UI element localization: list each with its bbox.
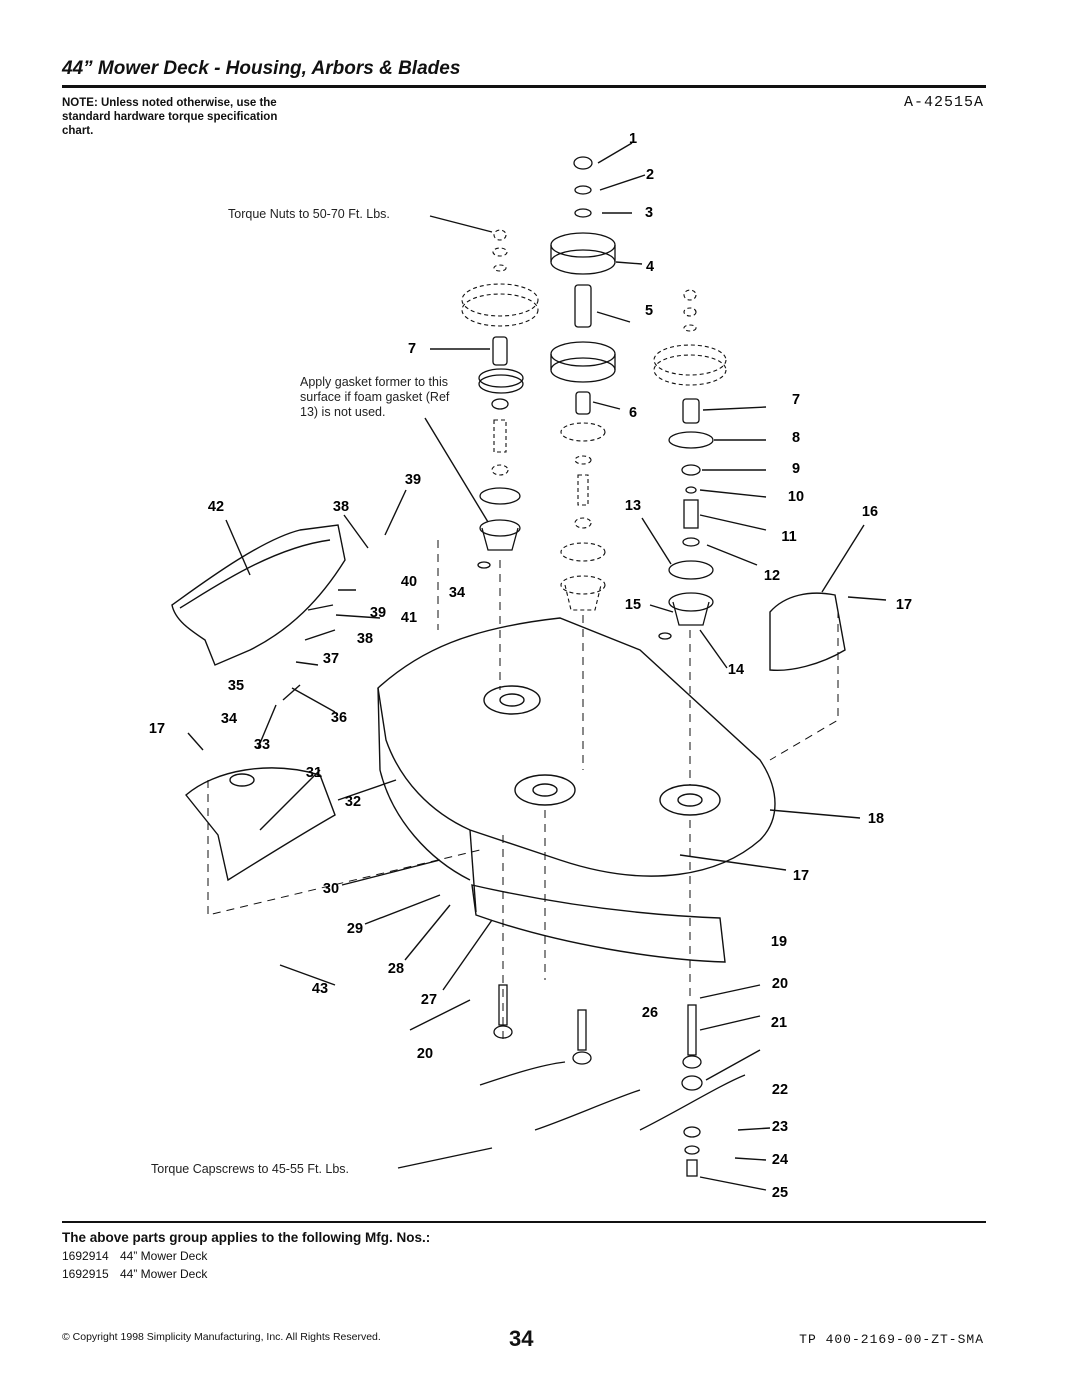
ref-42: 42: [208, 499, 224, 515]
ref-24: 24: [772, 1152, 788, 1168]
ref-7a: 7: [408, 341, 416, 357]
ref-39b: 39: [370, 605, 386, 621]
page-number: 34: [509, 1326, 534, 1351]
ref-25: 25: [772, 1185, 788, 1201]
mfg-number: 1692915: [62, 1267, 109, 1281]
ref-38a: 38: [333, 499, 349, 515]
copyright: © Copyright 1998 Simplicity Manufacturin…: [62, 1331, 381, 1343]
ref-30: 30: [323, 881, 339, 897]
ref-9: 9: [792, 461, 800, 477]
ref-8: 8: [792, 430, 800, 446]
document-id: TP 400-2169-00-ZT-SMA: [799, 1332, 984, 1347]
ref-13: 13: [625, 498, 641, 514]
torque-capscrews-callout: Torque Capscrews to 45-55 Ft. Lbs.: [151, 1162, 350, 1176]
ref-19: 19: [771, 934, 787, 950]
ref-40: 40: [401, 574, 417, 590]
ref-34a: 34: [449, 585, 465, 601]
ref-17a: 17: [896, 597, 912, 613]
ref-43: 43: [312, 981, 328, 997]
ref-39a: 39: [405, 472, 421, 488]
section-rule: [62, 1221, 986, 1223]
ref-3: 3: [645, 205, 653, 221]
ref-26: 26: [642, 1005, 658, 1021]
ref-6: 6: [629, 405, 637, 421]
ref-29: 29: [347, 921, 363, 937]
ref-18: 18: [868, 811, 884, 827]
ref-27: 27: [421, 992, 437, 1008]
ref-37: 37: [323, 651, 339, 667]
ref-17c: 17: [149, 721, 165, 737]
page-title: 44” Mower Deck - Housing, Arbors & Blade…: [62, 58, 461, 79]
ref-32: 32: [345, 794, 361, 810]
applies-heading: The above parts group applies to the fol…: [62, 1230, 431, 1245]
ref-34b: 34: [221, 711, 237, 727]
ref-23: 23: [772, 1119, 788, 1135]
ref-1: 1: [629, 131, 637, 147]
ref-20b: 20: [417, 1046, 433, 1062]
gasket-callout: Apply gasket former to this surface if f…: [300, 375, 450, 419]
ref-31: 31: [306, 765, 322, 781]
ref-33: 33: [254, 737, 270, 753]
mfg-row: 1692915 44” Mower Deck: [62, 1267, 207, 1281]
ref-2: 2: [646, 167, 654, 183]
mfg-number: 1692914: [62, 1249, 109, 1263]
ref-7b: 7: [792, 392, 800, 408]
ref-14: 14: [728, 662, 744, 678]
ref-28: 28: [388, 961, 404, 977]
ref-11: 11: [781, 529, 796, 545]
ref-12: 12: [764, 568, 780, 584]
ref-20a: 20: [772, 976, 788, 992]
ref-5: 5: [645, 303, 653, 319]
torque-nuts-callout: Torque Nuts to 50-70 Ft. Lbs.: [228, 207, 390, 221]
ref-10: 10: [788, 489, 804, 505]
ref-4: 4: [646, 259, 654, 275]
ref-35: 35: [228, 678, 244, 694]
drawing-id: A-42515A: [903, 94, 984, 111]
ref-41: 41: [401, 610, 417, 626]
title-rule: [62, 85, 986, 88]
torque-note: NOTE: Unless noted otherwise, use the st…: [62, 97, 278, 137]
ref-22: 22: [772, 1082, 788, 1098]
ref-16: 16: [862, 504, 878, 520]
mfg-description: 44” Mower Deck: [120, 1267, 208, 1281]
ref-15: 15: [625, 597, 641, 613]
ref-17b: 17: [793, 868, 809, 884]
reference-numbers: 1 2 3 4 5 6 7 7 8 9 10 11 12 13 14 15 16…: [149, 131, 912, 1201]
ref-21: 21: [771, 1015, 787, 1031]
ref-36: 36: [331, 710, 347, 726]
mfg-description: 44” Mower Deck: [120, 1249, 208, 1263]
ref-38b: 38: [357, 631, 373, 647]
mfg-row: 1692914 44” Mower Deck: [62, 1249, 207, 1263]
